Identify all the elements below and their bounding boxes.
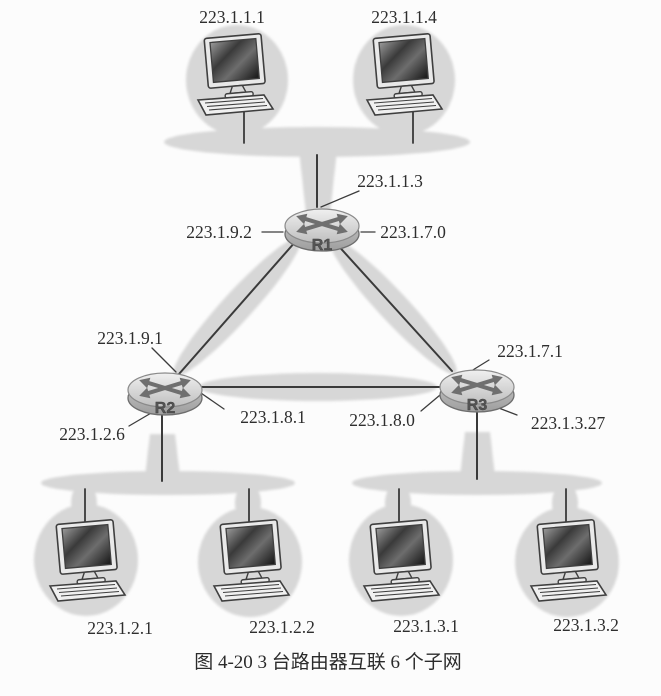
iface-label-r2-to-r1: 223.1.9.1 bbox=[97, 328, 163, 348]
host-bottom-right-2: 223.1.3.2 bbox=[530, 518, 619, 635]
leader-line bbox=[197, 390, 225, 410]
host-ip-label: 223.1.2.1 bbox=[87, 618, 153, 638]
iface-label-r1-to-r2: 223.1.9.2 bbox=[186, 222, 252, 242]
computer-icon bbox=[530, 518, 607, 602]
router-r2: R2 bbox=[128, 373, 202, 417]
iface-label-r1-lan: 223.1.1.3 bbox=[357, 171, 423, 191]
router-r3: R3 bbox=[440, 370, 514, 414]
computer-icon bbox=[213, 518, 290, 602]
host-bottom-left-2: 223.1.2.2 bbox=[213, 518, 315, 637]
host-top-right: 223.1.1.4 bbox=[366, 7, 443, 116]
router-r1: R1 bbox=[285, 209, 359, 254]
router-label: R3 bbox=[467, 397, 488, 414]
iface-label-r2-lan: 223.1.2.6 bbox=[59, 424, 125, 444]
computer-icon bbox=[363, 518, 440, 602]
computer-icon bbox=[366, 32, 443, 116]
iface-label-r3-to-r1: 223.1.7.1 bbox=[497, 341, 563, 361]
host-top-left: 223.1.1.1 bbox=[197, 7, 274, 116]
host-ip-label: 223.1.3.1 bbox=[393, 616, 459, 636]
link-r1-r3 bbox=[333, 240, 453, 372]
host-ip-label: 223.1.2.2 bbox=[249, 617, 315, 637]
router-label: R2 bbox=[155, 400, 176, 417]
leader-line bbox=[151, 347, 177, 373]
host-ip-label: 223.1.3.2 bbox=[553, 615, 619, 635]
host-ip-label: 223.1.1.4 bbox=[371, 7, 437, 27]
iface-label-r3-lan: 223.1.3.27 bbox=[531, 413, 606, 433]
computer-icon bbox=[49, 518, 126, 602]
iface-label-r3-to-r2: 223.1.8.0 bbox=[349, 410, 415, 430]
host-bottom-left-1: 223.1.2.1 bbox=[49, 518, 153, 638]
leader-line bbox=[320, 190, 360, 208]
router-label: R1 bbox=[312, 237, 333, 254]
iface-label-r2-to-r3: 223.1.8.1 bbox=[240, 407, 306, 427]
figure-caption: 图 4-20 3 台路由器互联 6 个子网 bbox=[194, 651, 462, 673]
host-ip-label: 223.1.1.1 bbox=[199, 7, 265, 27]
iface-label-r1-to-r3: 223.1.7.0 bbox=[380, 222, 446, 242]
link-r1-r2 bbox=[178, 240, 297, 375]
host-bottom-right-1: 223.1.3.1 bbox=[363, 518, 459, 636]
computer-icon bbox=[197, 32, 274, 116]
